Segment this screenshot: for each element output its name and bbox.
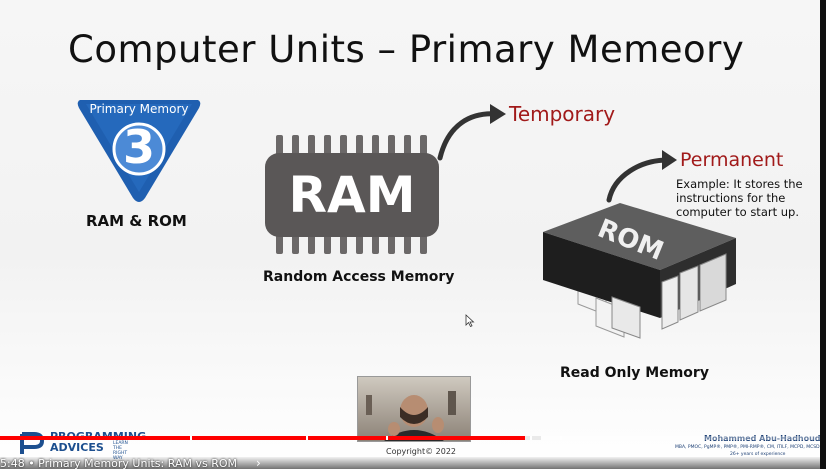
permanent-arrow-icon [606,150,677,203]
chapter-title[interactable]: 5:48 • Primary Memory Units: RAM vs ROM [0,457,237,469]
ram-caption: Random Access Memory [263,269,455,285]
ram-rom-caption: RAM & ROM [86,212,187,230]
mouse-cursor-icon [465,314,475,328]
rom-caption: Read Only Memory [560,365,709,381]
progress-played [0,436,525,440]
progress-bar[interactable] [0,436,820,440]
brand-name-line2: ADVICES [50,441,104,454]
temporary-arrow-icon [437,104,506,161]
chapter-marker [530,436,532,440]
badge-number: 3 [122,120,155,174]
badge-label: Primary Memory [89,102,189,116]
chapter-chevron-icon[interactable]: › [256,456,261,469]
chapter-marker [306,436,308,440]
chapter-marker [190,436,192,440]
temporary-label: Temporary [509,102,616,126]
author-experience: 26+ years of experience [730,452,786,457]
ram-chip-icon [265,135,439,254]
author-credentials: MBA, PMOC, PgMP®, PMP®, PMI-RMP®, CM, IT… [675,445,820,450]
example-text: Example: It stores the instructions for … [676,177,803,219]
presenter-person-icon [366,391,456,441]
controls-bar [0,457,820,469]
author-name: Mohammed Abu-Hadhoud [704,434,821,443]
copyright-text: Copyright© 2022 [386,447,456,456]
slide-title: Computer Units – Primary Memeory [68,28,745,71]
chapter-marker [560,436,562,440]
presenter-webcam [357,376,471,442]
ram-chip-label: RAM [289,166,416,224]
permanent-label: Permanent [680,149,784,171]
right-edge [820,0,826,469]
chapter-marker [386,436,388,440]
rom-chip-icon: ROM [543,203,736,339]
primary-memory-badge-icon [77,100,201,202]
primary-memory-badge: Primary Memory 3 [76,98,202,206]
